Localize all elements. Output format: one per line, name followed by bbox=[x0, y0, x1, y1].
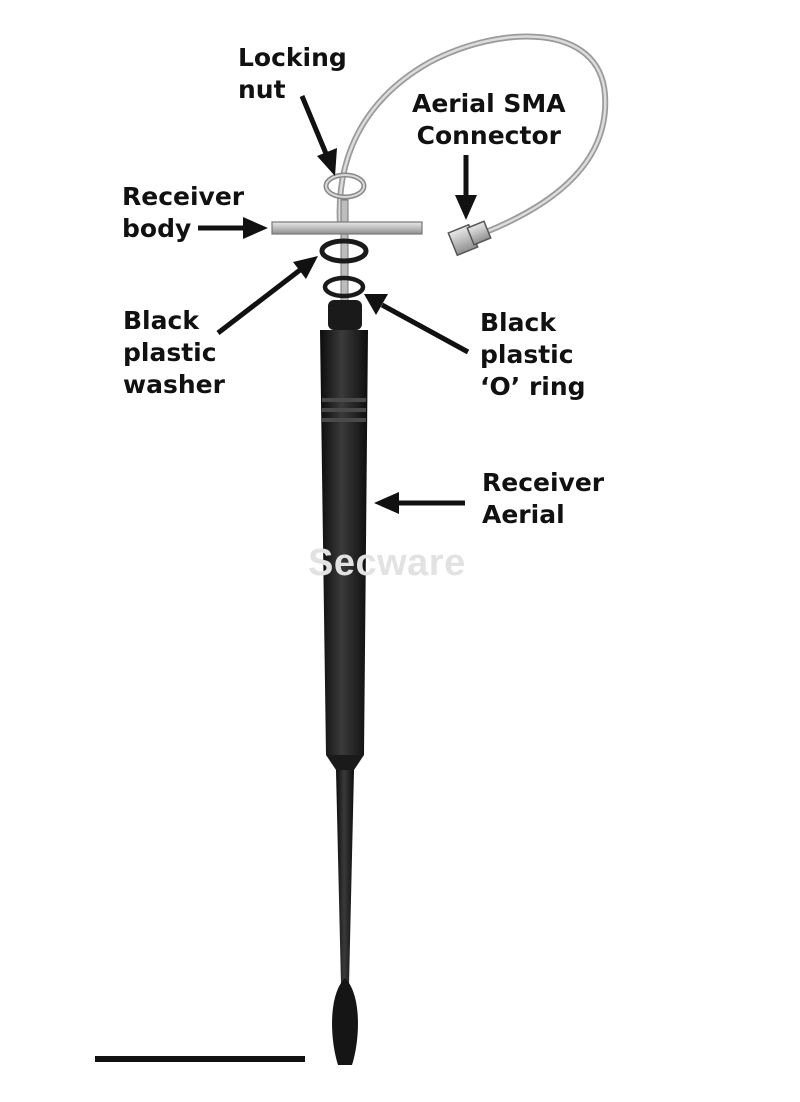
black-plastic-o-ring bbox=[322, 275, 366, 299]
label-locking-nut: Locking nut bbox=[238, 43, 347, 104]
arrow-receiver-aerial bbox=[374, 492, 465, 514]
sma-connector bbox=[447, 220, 492, 257]
label-black-plastic-washer: Black plastic washer bbox=[123, 306, 225, 399]
arrow-sma-connector bbox=[455, 155, 477, 220]
label-receiver-aerial: Receiver Aerial bbox=[482, 468, 605, 529]
receiver-body-plate bbox=[271, 221, 423, 235]
label-black-plastic-o-ring: Black plastic ‘O’ ring bbox=[480, 308, 586, 401]
coaxial-cable-highlight bbox=[338, 35, 607, 234]
label-aerial-sma-connector: Aerial SMA Connector bbox=[412, 89, 566, 150]
arrows bbox=[198, 95, 477, 514]
arrow-locking-nut bbox=[299, 95, 337, 176]
arrow-receiver-body bbox=[198, 217, 268, 239]
black-plastic-washer bbox=[319, 238, 369, 264]
arrow-black-washer bbox=[216, 256, 318, 335]
arrow-black-o-ring bbox=[364, 294, 470, 355]
watermark: Secware bbox=[308, 542, 466, 584]
receiver-aerial bbox=[320, 300, 368, 1065]
label-receiver-body: Receiver body bbox=[122, 182, 245, 243]
aerial-stud bbox=[340, 199, 349, 305]
scale-bar bbox=[95, 1056, 305, 1062]
